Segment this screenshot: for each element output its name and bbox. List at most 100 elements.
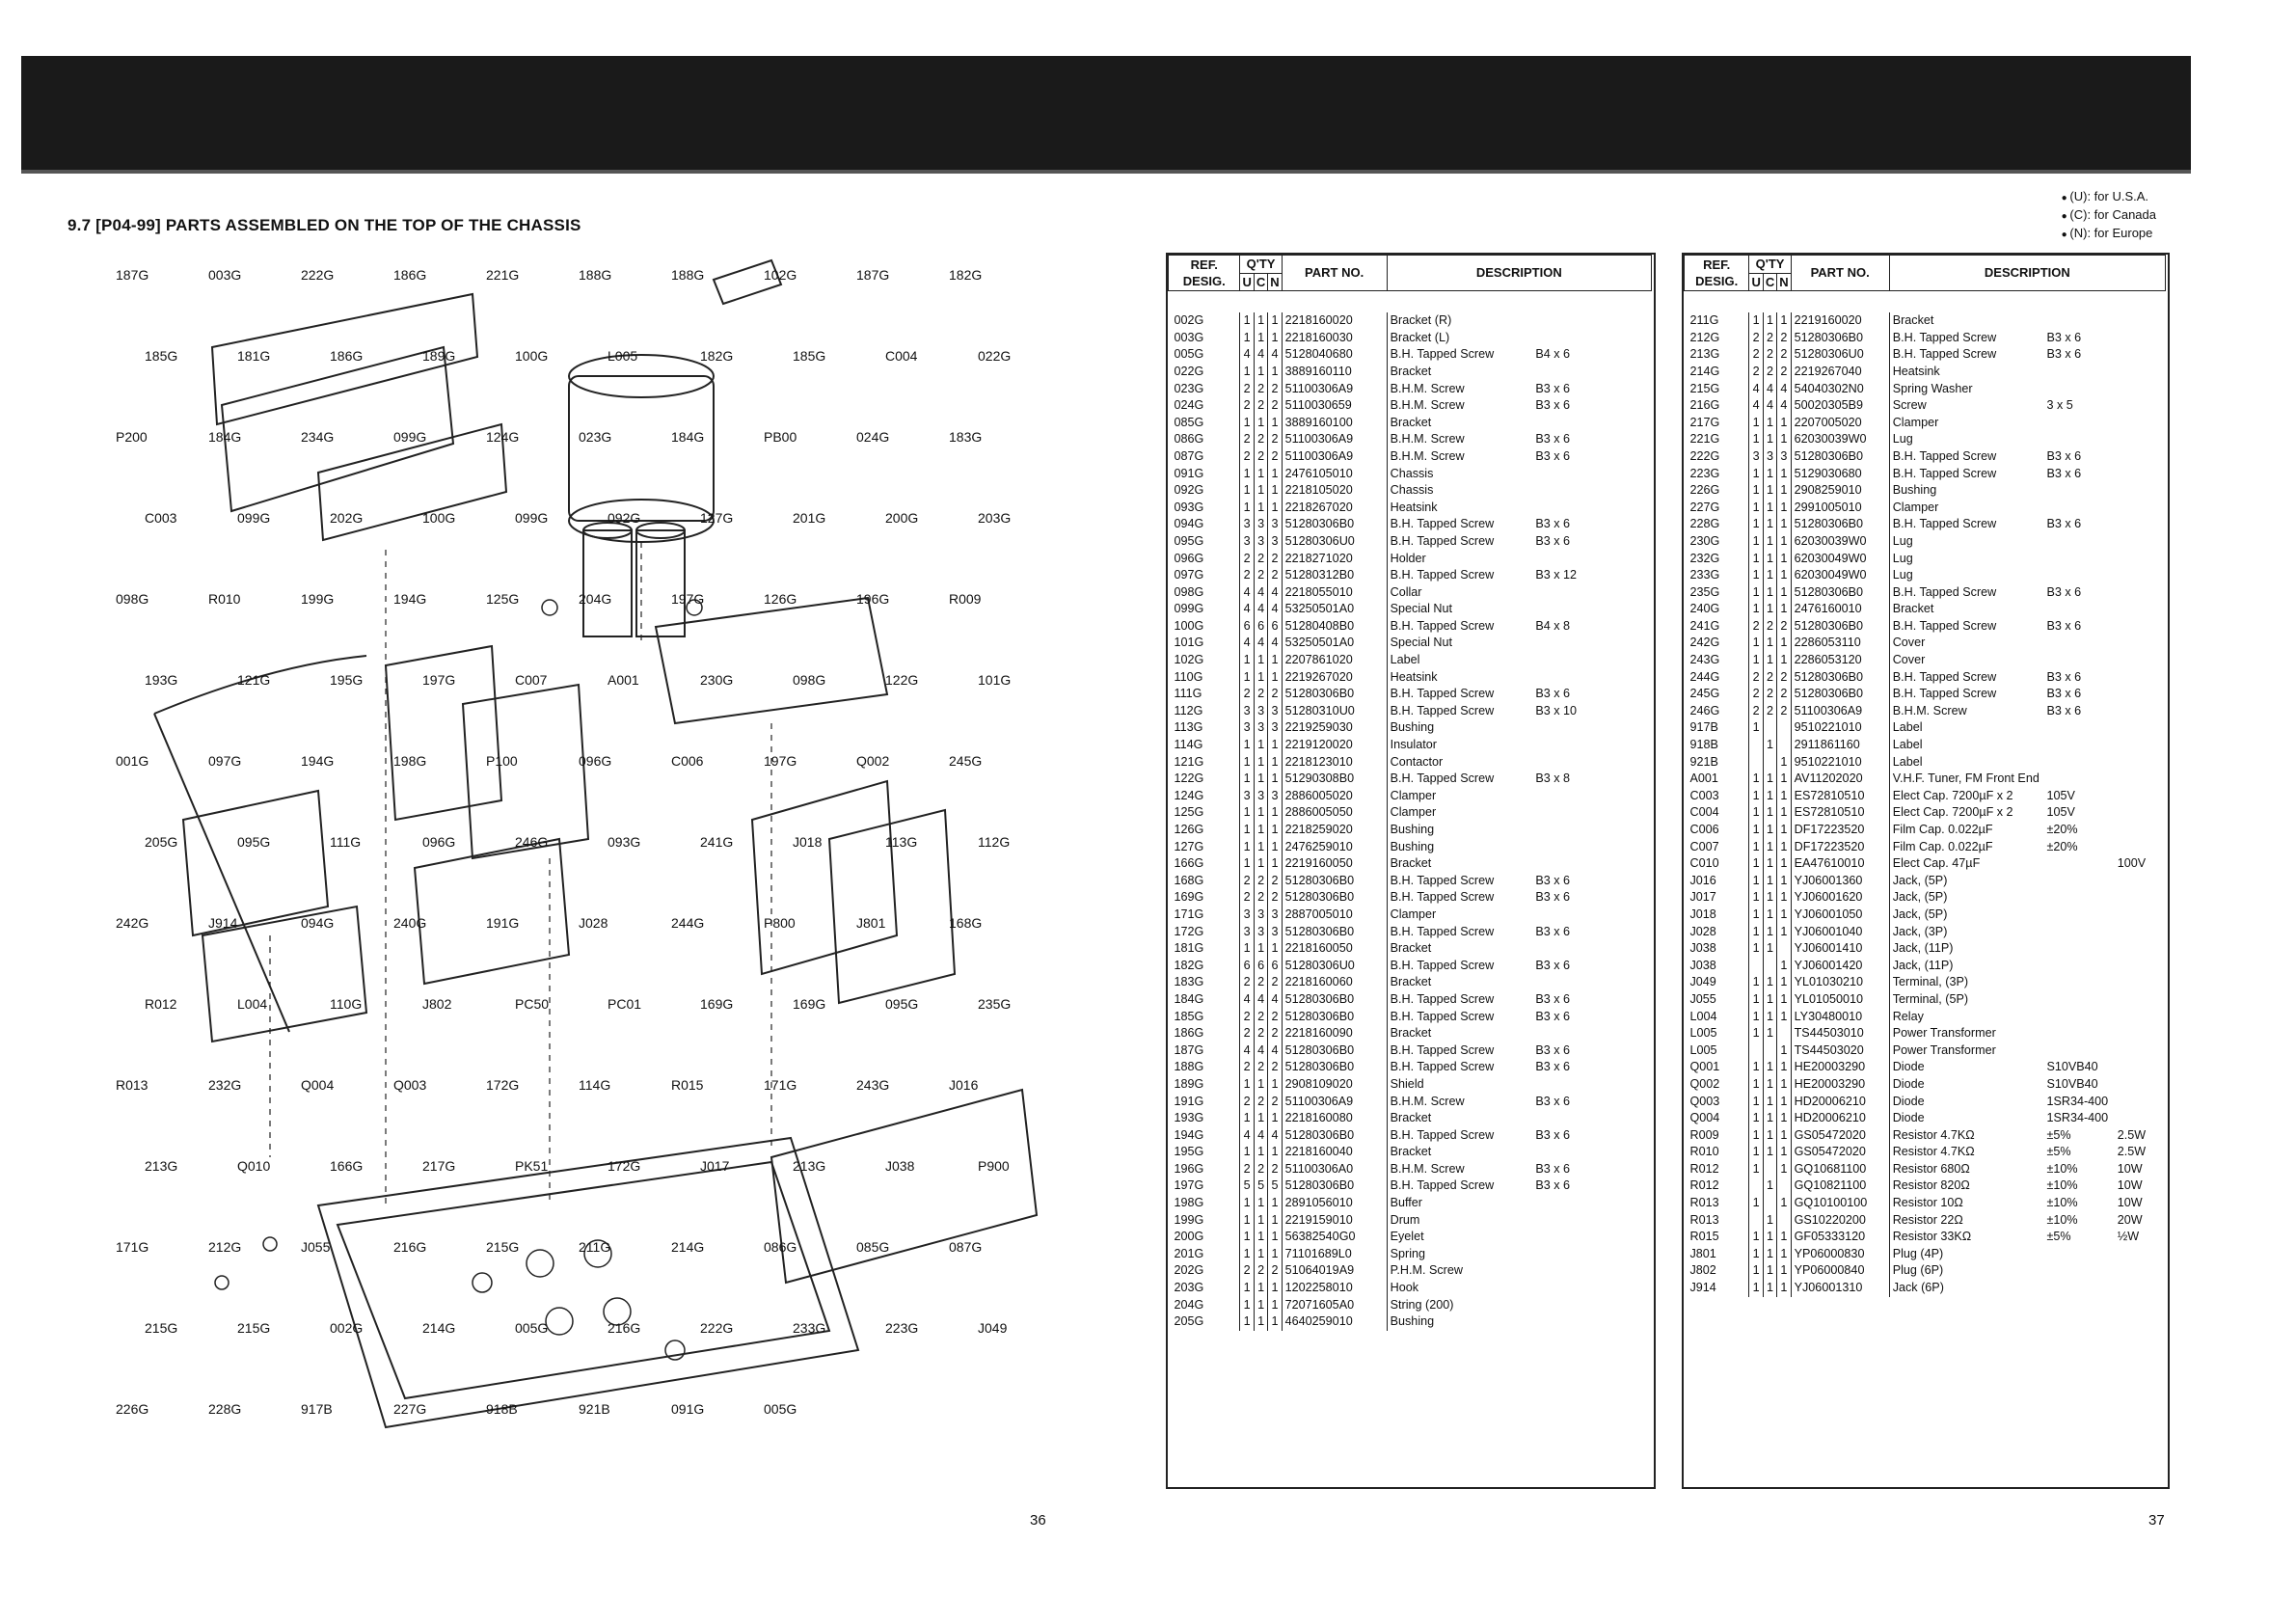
cell-qty-c: [1762, 1195, 1777, 1212]
cell-part-no: 2219259030: [1281, 719, 1388, 738]
cell-ref-desig: 182G: [1174, 958, 1204, 972]
cell-qty-u: 1: [1748, 1160, 1764, 1178]
cell-description: B.H. Tapped Screw: [1888, 465, 2044, 483]
cell-description: Bracket: [1386, 974, 1533, 991]
cell-spec: B3 x 10: [1535, 703, 1578, 717]
cell-description: Film Cap. 0.022µF: [1888, 838, 2044, 856]
cell-spec: [2043, 312, 2114, 330]
cell-qty-u: 2: [1239, 686, 1255, 703]
cell-qty-u: 1: [1239, 804, 1255, 822]
diagram-part-label: 187G: [856, 267, 889, 283]
cell-description: Jack, (11P): [1888, 957, 2044, 975]
cell-part-no: HD20006210: [1790, 1093, 1890, 1111]
cell-spec: B3 x 6: [2046, 669, 2082, 684]
cell-qty-n: 2: [1776, 668, 1792, 687]
cell-spec: [2043, 889, 2114, 907]
cell-qty-c: 1: [1253, 804, 1268, 822]
cell-qty-n: 1: [1267, 1280, 1283, 1297]
cell-part-no: LY30480010: [1790, 1008, 1890, 1026]
cell-spec: [2043, 991, 2114, 1009]
cell-qty-n: 1: [1776, 1093, 1792, 1111]
cell-qty-u: 6: [1239, 617, 1255, 636]
cell-qty-n: 4: [1267, 635, 1283, 653]
cell-part-no: 51280306B0: [1281, 516, 1388, 533]
cell-qty-c: 1: [1253, 940, 1268, 958]
cell-qty-u: 1: [1748, 652, 1764, 669]
cell-qty-c: 4: [1762, 380, 1777, 398]
cell-part-no: 51280306B0: [1790, 447, 1890, 466]
cell-qty-c: 1: [1253, 465, 1268, 483]
cell-qty-c: 1: [1762, 482, 1777, 500]
cell-rating: [2115, 737, 2166, 754]
cell-ref-desig: 095G: [1174, 533, 1204, 548]
cell-qty-c: 4: [1762, 397, 1777, 415]
cell-qty-n: 1: [1267, 329, 1283, 347]
cell-qty-c: 1: [1253, 753, 1268, 771]
cell-qty-n: 1: [1776, 465, 1792, 483]
diagram-part-label: 194G: [301, 753, 334, 769]
cell-rating: [2115, 1280, 2166, 1297]
cell-part-no: 2886005020: [1281, 787, 1388, 805]
cell-ref-desig: 222G: [1689, 448, 1720, 463]
cell-spec: ±10%: [2046, 1178, 2078, 1193]
cell-description: Clamper: [1386, 804, 1533, 822]
cell-qty-u: 1: [1748, 1110, 1764, 1127]
cell-description: Clamper: [1386, 906, 1533, 924]
cell-ref-desig: 200G: [1174, 1230, 1204, 1244]
legend-europe: (N): for Europe: [2062, 225, 2156, 243]
cell-rating: [1600, 1177, 1651, 1195]
cell-qty-u: 1: [1239, 1211, 1255, 1230]
cell-rating: ½W: [2117, 1230, 2140, 1244]
cell-ref-desig: 211G: [1689, 313, 1719, 328]
cell-spec: ±5%: [2046, 1230, 2071, 1244]
cell-description: Resistor 22Ω: [1888, 1211, 2044, 1230]
right-table-frame: [1682, 253, 2170, 1489]
cell-rating: [1600, 1110, 1651, 1127]
cell-qty-u: 1: [1748, 974, 1764, 991]
cell-description: Label: [1888, 719, 2044, 738]
cell-part-no: 2207005020: [1790, 414, 1890, 432]
cell-spec: B3 x 6: [1535, 991, 1571, 1006]
cell-qty-u: 4: [1239, 601, 1255, 618]
cell-part-no: YL01030210: [1790, 974, 1890, 991]
cell-qty-u: 2: [1748, 346, 1764, 364]
cell-rating: [2115, 431, 2166, 448]
cell-qty-n: 1: [1776, 804, 1792, 822]
cell-rating: [2115, 584, 2166, 602]
cell-rating: [1600, 1127, 1651, 1145]
cell-description: B.H. Tapped Screw: [1888, 346, 2044, 364]
cell-rating: [2115, 533, 2166, 551]
cell-spec: B3 x 6: [1535, 381, 1571, 395]
cell-description: B.H. Tapped Screw: [1386, 771, 1533, 788]
cell-qty-c: 1: [1253, 1245, 1268, 1263]
cell-qty-n: 2: [1776, 702, 1792, 720]
cell-qty-n: 4: [1267, 1126, 1283, 1145]
diagram-part-label: 100G: [422, 510, 455, 526]
cell-rating: [2115, 754, 2166, 771]
cell-qty-n: 2: [1776, 363, 1792, 381]
cell-part-no: 2218271020: [1281, 550, 1388, 568]
cell-qty-c: 1: [1253, 855, 1268, 873]
cell-description: Lug: [1888, 431, 2044, 448]
cell-qty-c: 1: [1762, 431, 1777, 448]
cell-rating: [2115, 804, 2166, 822]
cell-ref-desig: 110G: [1174, 669, 1203, 684]
cell-qty-c: 1: [1762, 532, 1777, 551]
cell-rating: [1600, 1280, 1651, 1297]
cell-part-no: 72071605A0: [1281, 1296, 1388, 1314]
cell-rating: [2115, 415, 2166, 432]
cell-qty-n: 1: [1776, 516, 1792, 533]
cell-rating: [1600, 415, 1651, 432]
